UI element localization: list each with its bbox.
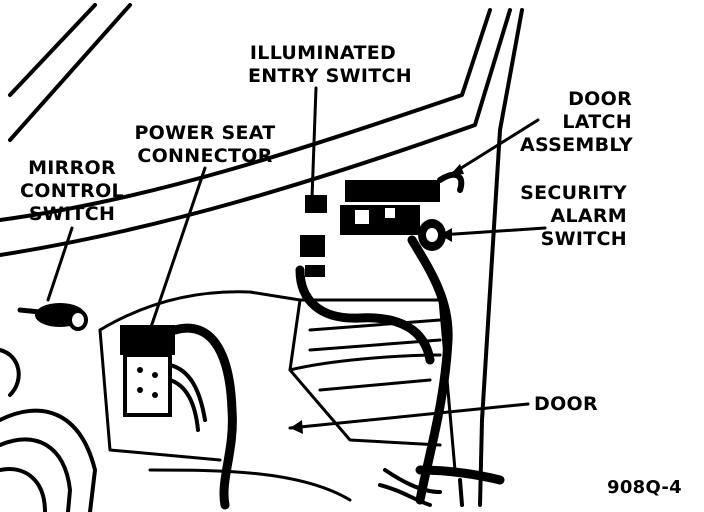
- wiring-harness-inner: [173, 238, 450, 507]
- leader-door: [288, 402, 530, 430]
- label-mirror-control-switch: MIRROR CONTROL SWITCH: [14, 157, 130, 226]
- label-line: ILLUMINATED: [249, 42, 397, 64]
- label-door: DOOR: [534, 393, 598, 415]
- leader-security-alarm-switch: [438, 226, 547, 237]
- label-line: ASSEMBLY: [520, 134, 633, 156]
- mirror-control-switch-shape: [17, 303, 88, 331]
- leader-lines: [46, 86, 547, 430]
- label-line: MIRROR: [28, 157, 116, 179]
- wiring-harness: [170, 235, 505, 510]
- label-line: LATCH: [562, 111, 632, 133]
- illuminated-entry-switch-shape: [300, 195, 327, 277]
- speaker-grille: [0, 348, 97, 512]
- leader-power-seat-connector: [148, 166, 207, 332]
- leader-mirror-control-switch: [46, 226, 74, 302]
- label-line: CONTROL: [20, 180, 124, 202]
- label-line: DOOR: [568, 88, 632, 110]
- leader-illuminated-entry-switch: [310, 86, 318, 200]
- label-line: CONNECTOR: [137, 145, 273, 167]
- figure-id: 908Q-4: [607, 477, 683, 498]
- label-line: SECURITY: [520, 182, 627, 204]
- label-line: SWITCH: [28, 203, 116, 225]
- label-power-seat-connector: POWER SEAT CONNECTOR: [130, 122, 280, 168]
- harness-to-connector: [168, 363, 464, 507]
- door-latch-assembly-shape: [340, 171, 465, 235]
- power-seat-connector-shape: [120, 325, 175, 417]
- label-security-alarm-switch: SECURITY ALARM SWITCH: [515, 182, 627, 251]
- security-alarm-switch-shape: [418, 219, 446, 251]
- window-frame: [0, 3, 524, 507]
- label-line: POWER SEAT: [134, 122, 276, 144]
- label-line: SWITCH: [540, 228, 627, 250]
- label-door-latch-assembly: DOOR LATCH ASSEMBLY: [520, 88, 633, 157]
- label-line: ENTRY SWITCH: [248, 65, 412, 87]
- label-line: ALARM: [550, 205, 627, 227]
- leader-door-latch-assembly: [448, 118, 540, 177]
- label-illuminated-entry-switch: ILLUMINATED ENTRY SWITCH: [248, 42, 412, 88]
- leader-arrowheads: [290, 164, 464, 434]
